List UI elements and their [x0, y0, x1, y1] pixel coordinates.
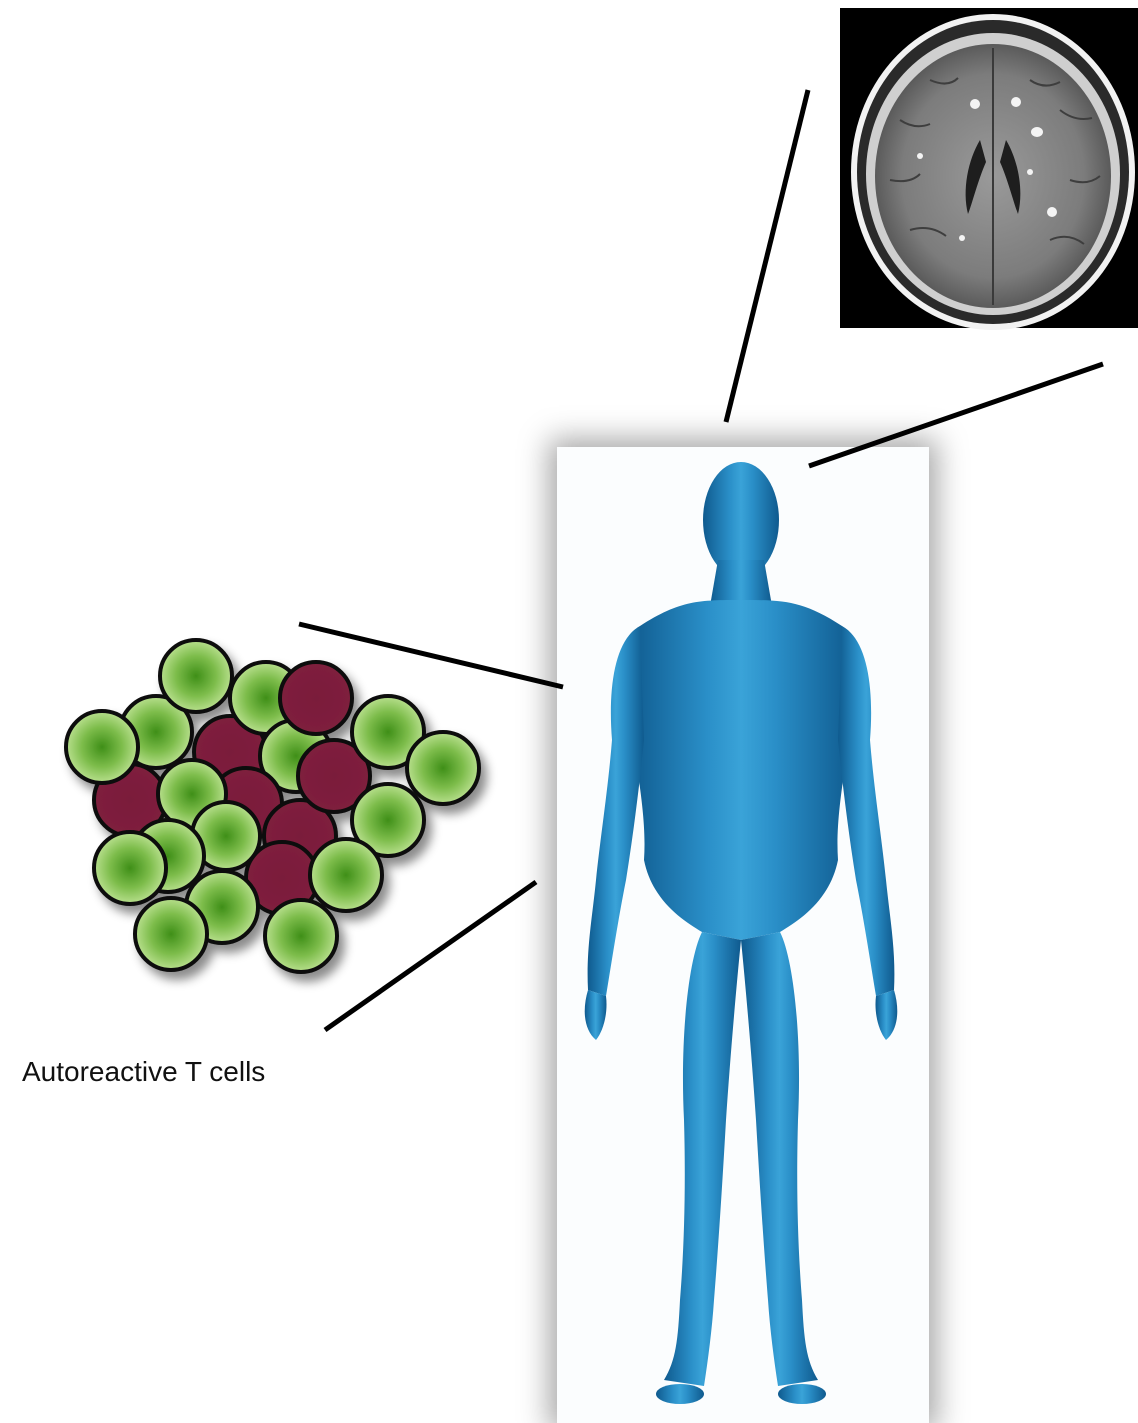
healthy-cell: [94, 832, 166, 904]
healthy-cell: [265, 900, 337, 972]
healthy-cell: [310, 839, 382, 911]
autoreactive-cell: [280, 662, 352, 734]
brain-mri-icon: [851, 14, 1135, 330]
healthy-cell: [135, 898, 207, 970]
healthy-cell: [407, 732, 479, 804]
leader-line-mri-head: [809, 364, 1103, 466]
t-cell-cluster-icon: [66, 640, 479, 972]
healthy-cell: [160, 640, 232, 712]
healthy-cell: [66, 711, 138, 783]
human-body-icon: [585, 462, 898, 1404]
cell-cluster-label: Autoreactive T cells: [22, 1056, 265, 1088]
leader-line-mri-top: [726, 90, 808, 422]
